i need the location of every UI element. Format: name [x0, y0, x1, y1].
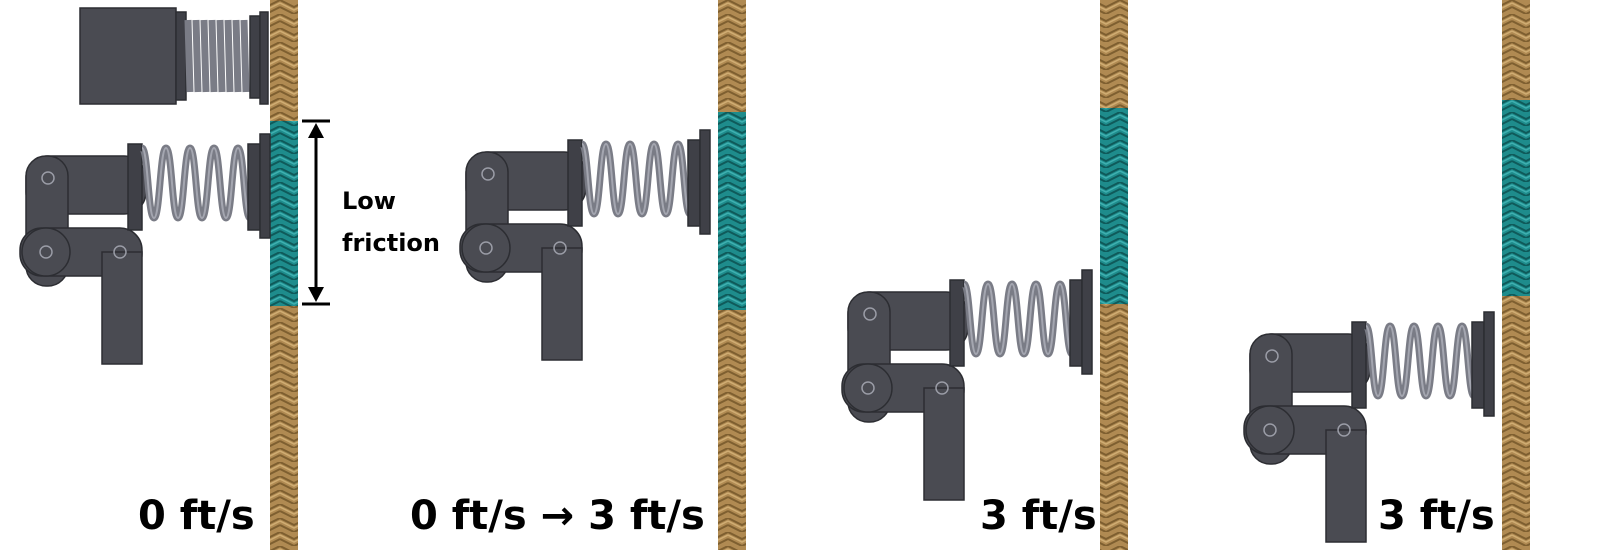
low-friction-segment-3	[1100, 108, 1128, 304]
low-friction-label: Low friction	[342, 180, 440, 264]
brake-mechanism-2	[460, 130, 710, 360]
brake-mechanism-1	[20, 134, 270, 364]
panel-4	[1244, 0, 1530, 550]
speed-label-1: 0 ft/s	[138, 493, 255, 539]
low-friction-segment-2	[718, 112, 746, 310]
low-friction-label-line2: friction	[342, 229, 441, 257]
speed-label-4: 3 ft/s	[1378, 493, 1495, 539]
low-friction-label-line1: Low	[342, 187, 396, 215]
cylinder-housing	[79, 7, 269, 105]
panel-1	[20, 0, 330, 550]
brake-mechanism-3	[842, 270, 1092, 500]
low-friction-segment-1	[270, 121, 298, 306]
panel-2	[460, 0, 746, 550]
speed-label-2: 0 ft/s → 3 ft/s	[410, 493, 705, 539]
speed-label-3: 3 ft/s	[980, 493, 1097, 539]
low-friction-segment-4	[1502, 100, 1530, 296]
low-friction-arrow	[302, 119, 330, 306]
panel-3	[842, 0, 1128, 550]
